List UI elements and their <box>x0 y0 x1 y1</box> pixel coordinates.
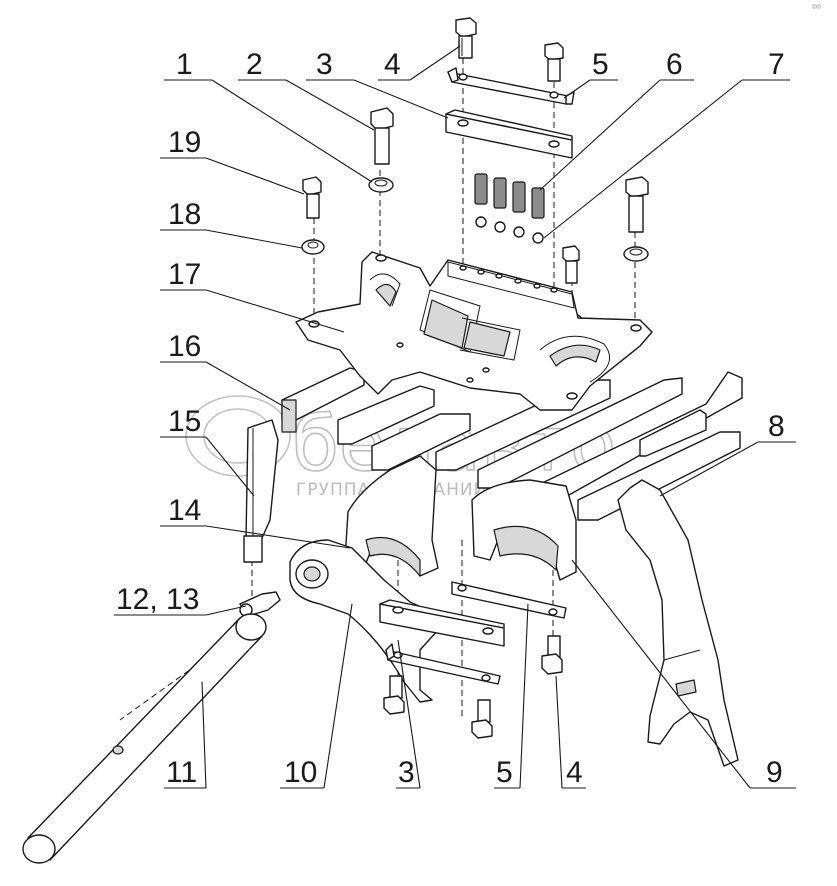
fork-lever-8-9 <box>617 479 739 767</box>
callout-18: 18 <box>168 198 201 231</box>
shift-rails <box>281 367 743 521</box>
balls-7 <box>475 216 544 244</box>
bolt-2 <box>370 107 394 165</box>
callout-16: 16 <box>168 330 201 363</box>
small-bolt-right <box>562 245 580 284</box>
callout-11: 11 <box>166 756 197 789</box>
callout-5-bottom: 5 <box>496 756 513 789</box>
callout-7: 7 <box>768 48 785 81</box>
bottom-plate-5b <box>451 581 567 619</box>
cover-plate-3-top <box>445 109 573 159</box>
callout-19: 19 <box>168 126 201 159</box>
callout-6: 6 <box>666 48 683 81</box>
callout-1: 1 <box>176 48 193 81</box>
washer-1 <box>368 177 394 193</box>
bottom-plate-3 <box>379 599 505 647</box>
callout-12-13: 12, 13 <box>116 583 199 616</box>
callout-8: 8 <box>768 410 785 443</box>
leaders <box>114 45 796 789</box>
callout-5: 5 <box>592 48 609 81</box>
callout-4-bottom: 4 <box>566 756 583 789</box>
washer-18 <box>301 239 325 255</box>
grease-fitting-12-13 <box>239 591 281 617</box>
callout-9: 9 <box>766 756 783 789</box>
corner-mark: ©® <box>812 4 821 11</box>
bolt-19 <box>302 176 322 219</box>
bottom-bolt-left <box>383 675 405 715</box>
callout-14: 14 <box>168 494 201 527</box>
housing-cover-17 <box>295 251 653 411</box>
bottom-bolt-4 <box>541 635 563 675</box>
callout-17: 17 <box>168 258 201 291</box>
callout-15: 15 <box>168 405 201 438</box>
lever-15 <box>243 419 279 563</box>
springs-6 <box>474 173 545 219</box>
shaft-11 <box>22 613 267 864</box>
callouts: 1 2 3 4 5 6 7 8 9 10 11 12, 13 14 15 16 … <box>116 48 785 789</box>
callout-2: 2 <box>246 48 263 81</box>
top-bolt-4 <box>455 17 477 59</box>
callout-3: 3 <box>316 48 333 81</box>
top-bolt-5 <box>544 42 564 82</box>
callout-4: 4 <box>384 48 401 81</box>
bolt-right <box>625 176 649 233</box>
shift-fork-16 <box>343 455 439 579</box>
washer-right <box>623 246 649 262</box>
callout-10: 10 <box>284 756 317 789</box>
callout-3-bottom: 3 <box>398 756 415 789</box>
bottom-bolt-center <box>471 699 493 739</box>
shift-fork-center <box>471 479 577 581</box>
lock-plate-5-top <box>447 67 575 105</box>
